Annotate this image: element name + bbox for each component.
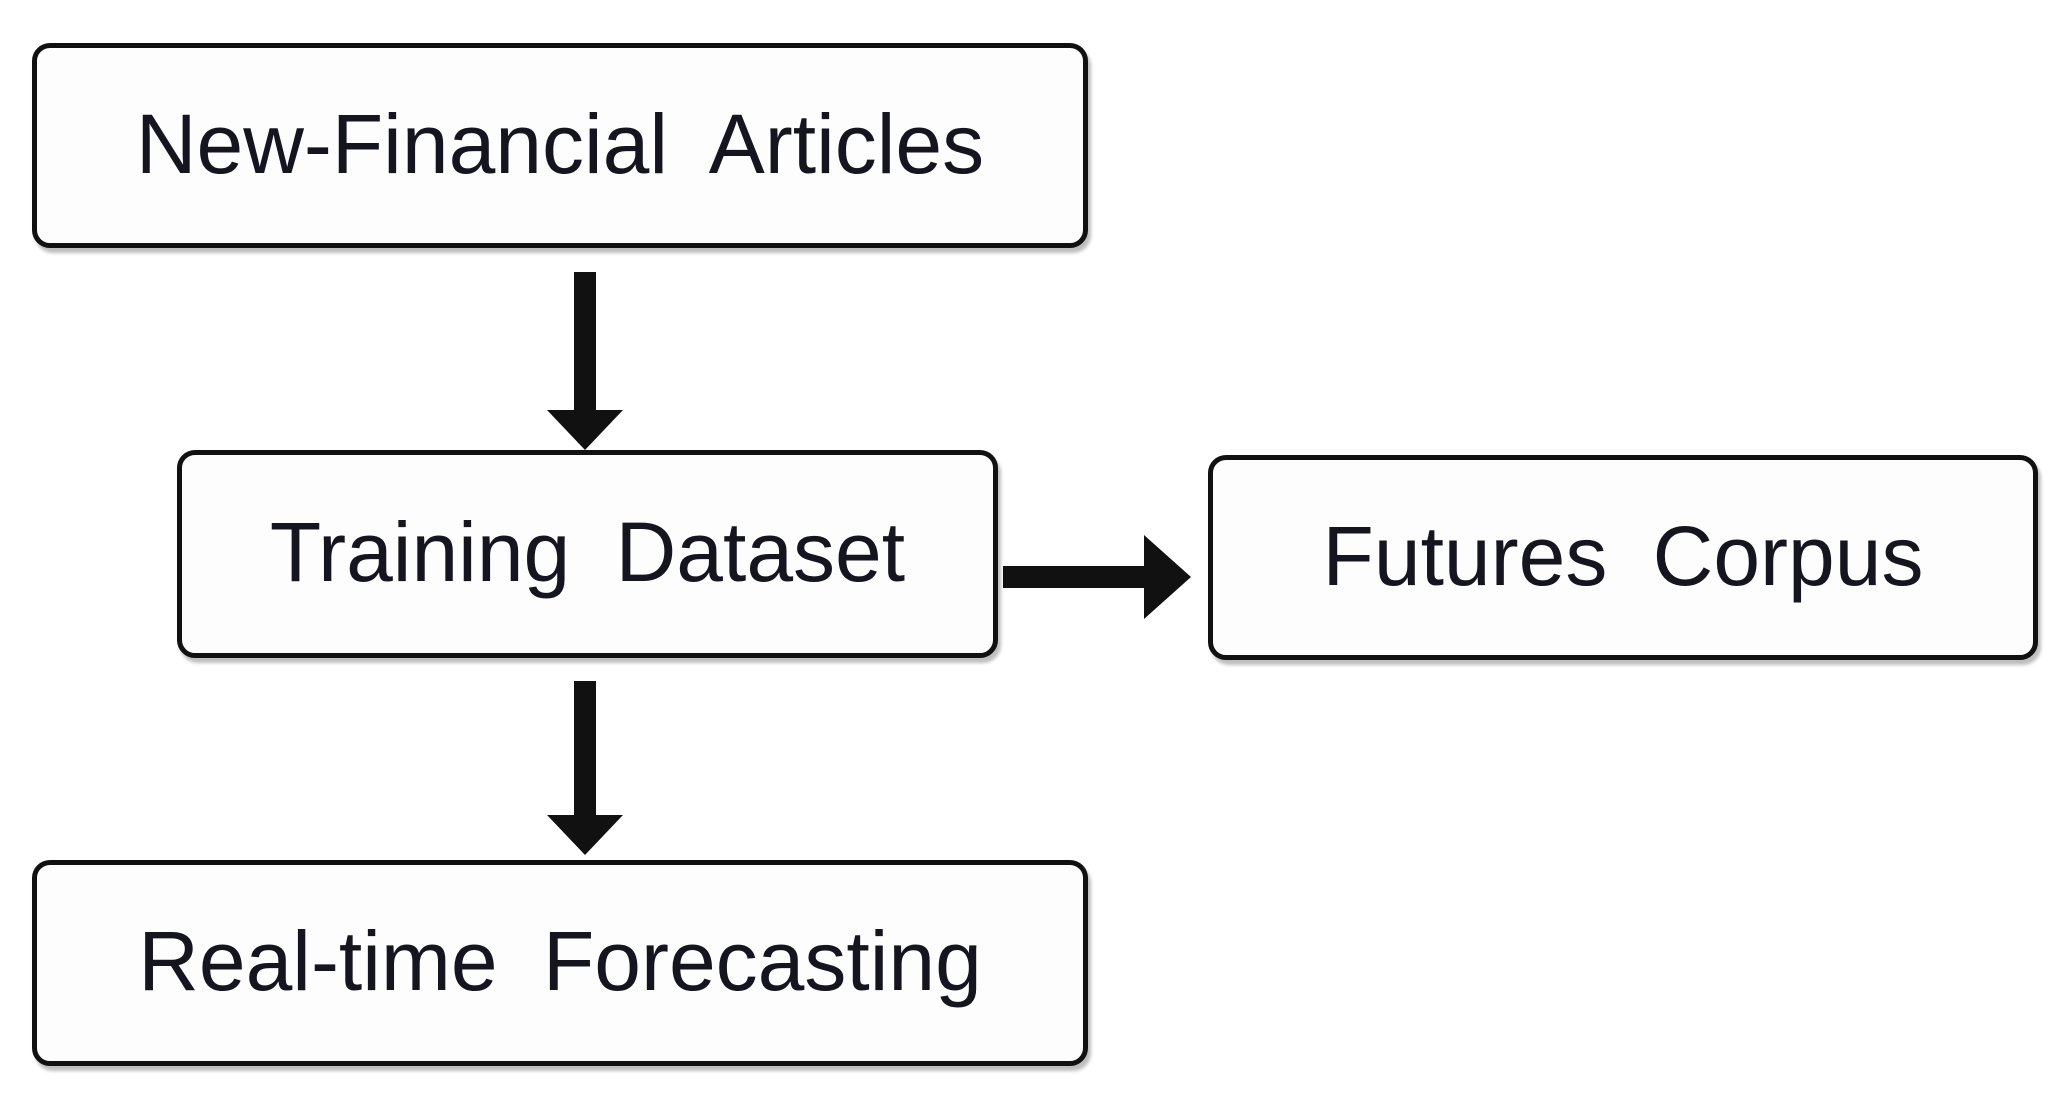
node-label: Futures Corpus: [1322, 508, 1924, 603]
node-label: New-Financial Articles: [135, 96, 985, 191]
arrow-articles-to-training-shaft: [574, 272, 596, 414]
node-label: Real-time Forecasting: [138, 914, 982, 1008]
node-training-dataset: Training Dataset: [177, 450, 998, 658]
node-real-time-forecasting: Real-time Forecasting: [32, 860, 1088, 1066]
arrow-down-icon: [547, 410, 623, 450]
node-new-financial-articles: New-Financial Articles: [32, 43, 1088, 248]
arrow-down-icon: [547, 815, 623, 855]
arrow-right-icon: [1144, 535, 1191, 619]
node-label: Training Dataset: [269, 505, 906, 599]
arrow-training-to-futures-shaft: [1003, 566, 1146, 588]
node-futures-corpus: Futures Corpus: [1208, 455, 2038, 660]
arrow-training-to-forecasting-shaft: [574, 681, 596, 817]
